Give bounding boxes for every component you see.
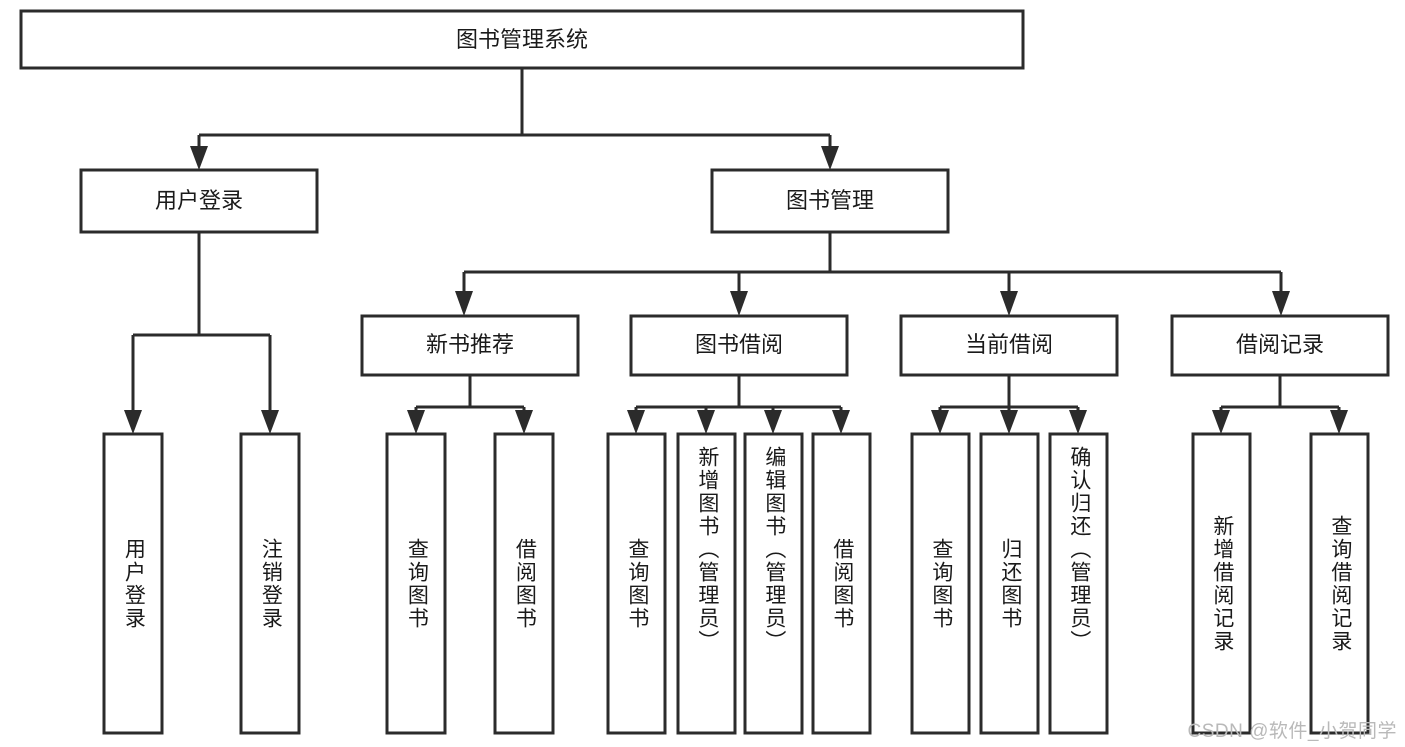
leaf-box-cb-return-book[interactable] [979,432,1040,735]
arrow-head-leaf-bb-4 [832,410,850,434]
arrow-head-user-login [190,146,208,170]
arrow-head-new-book [455,291,473,316]
arrow-head-current-borrow [1000,291,1018,316]
arrow-head-leaf-nb-1 [407,410,425,434]
connector-layer [124,68,1348,434]
arrow-head-leaf-nb-2 [515,410,533,434]
leaf-box-br-add-record[interactable] [1191,432,1252,735]
arrow-head-leaf-logout [261,410,279,434]
arrow-head-leaf-cb-2 [1000,410,1018,434]
node-layer: 图书管理系统 用户登录 图书管理 新书推荐 图书借阅 当前借阅 借阅记录 [19,9,1390,735]
arrow-head-leaf-bb-1 [627,410,645,434]
node-label-book-management: 图书管理 [786,188,874,213]
arrow-head-leaf-user-login [124,410,142,434]
leaf-box-bb-query-book[interactable] [606,432,667,735]
node-box-borrow-record[interactable] [1170,314,1390,377]
arrow-head-leaf-cb-1 [931,410,949,434]
arrow-head-book-borrow [730,291,748,316]
leaf-box-nb-query-book[interactable] [385,432,447,735]
node-label-current-borrow: 当前借阅 [965,332,1053,357]
leaf-box-nb-borrow-book[interactable] [493,432,555,735]
arrow-head-leaf-br-2 [1330,410,1348,434]
arrow-head-leaf-cb-3 [1069,410,1087,434]
leaf-box-cb-query-book[interactable] [910,432,971,735]
arrow-head-leaf-bb-2 [697,410,715,434]
arrow-head-leaf-bb-3 [764,410,782,434]
leaf-box-cb-confirm-return[interactable] [1048,432,1109,735]
leaf-box-logout[interactable] [239,432,301,735]
arrow-head-borrow-record [1272,291,1290,316]
node-box-book-management[interactable] [710,168,950,234]
leaf-box-br-query-record[interactable] [1309,432,1370,735]
node-box-user-login[interactable] [79,168,319,234]
node-box-new-book-recommend[interactable] [360,314,580,377]
node-box-current-borrow[interactable] [899,314,1119,377]
node-box-book-borrow[interactable] [629,314,849,377]
leaf-box-user-login[interactable] [102,432,164,735]
node-box-root[interactable] [19,9,1025,70]
csdn-watermark: CSDN @软件_小贺同学 [1187,721,1397,742]
leaf-box-bb-add-book[interactable] [676,432,737,735]
node-label-root: 图书管理系统 [456,27,588,52]
node-label-user-login: 用户登录 [155,188,243,213]
arrow-head-leaf-br-1 [1212,410,1230,434]
leaf-box-bb-borrow-book[interactable] [811,432,872,735]
node-label-borrow-record: 借阅记录 [1236,332,1324,357]
node-label-new-book-recommend: 新书推荐 [426,332,514,357]
arrow-head-book-mgmt [821,146,839,170]
leaf-box-bb-edit-book[interactable] [743,432,804,735]
node-label-book-borrow: 图书借阅 [695,332,783,357]
